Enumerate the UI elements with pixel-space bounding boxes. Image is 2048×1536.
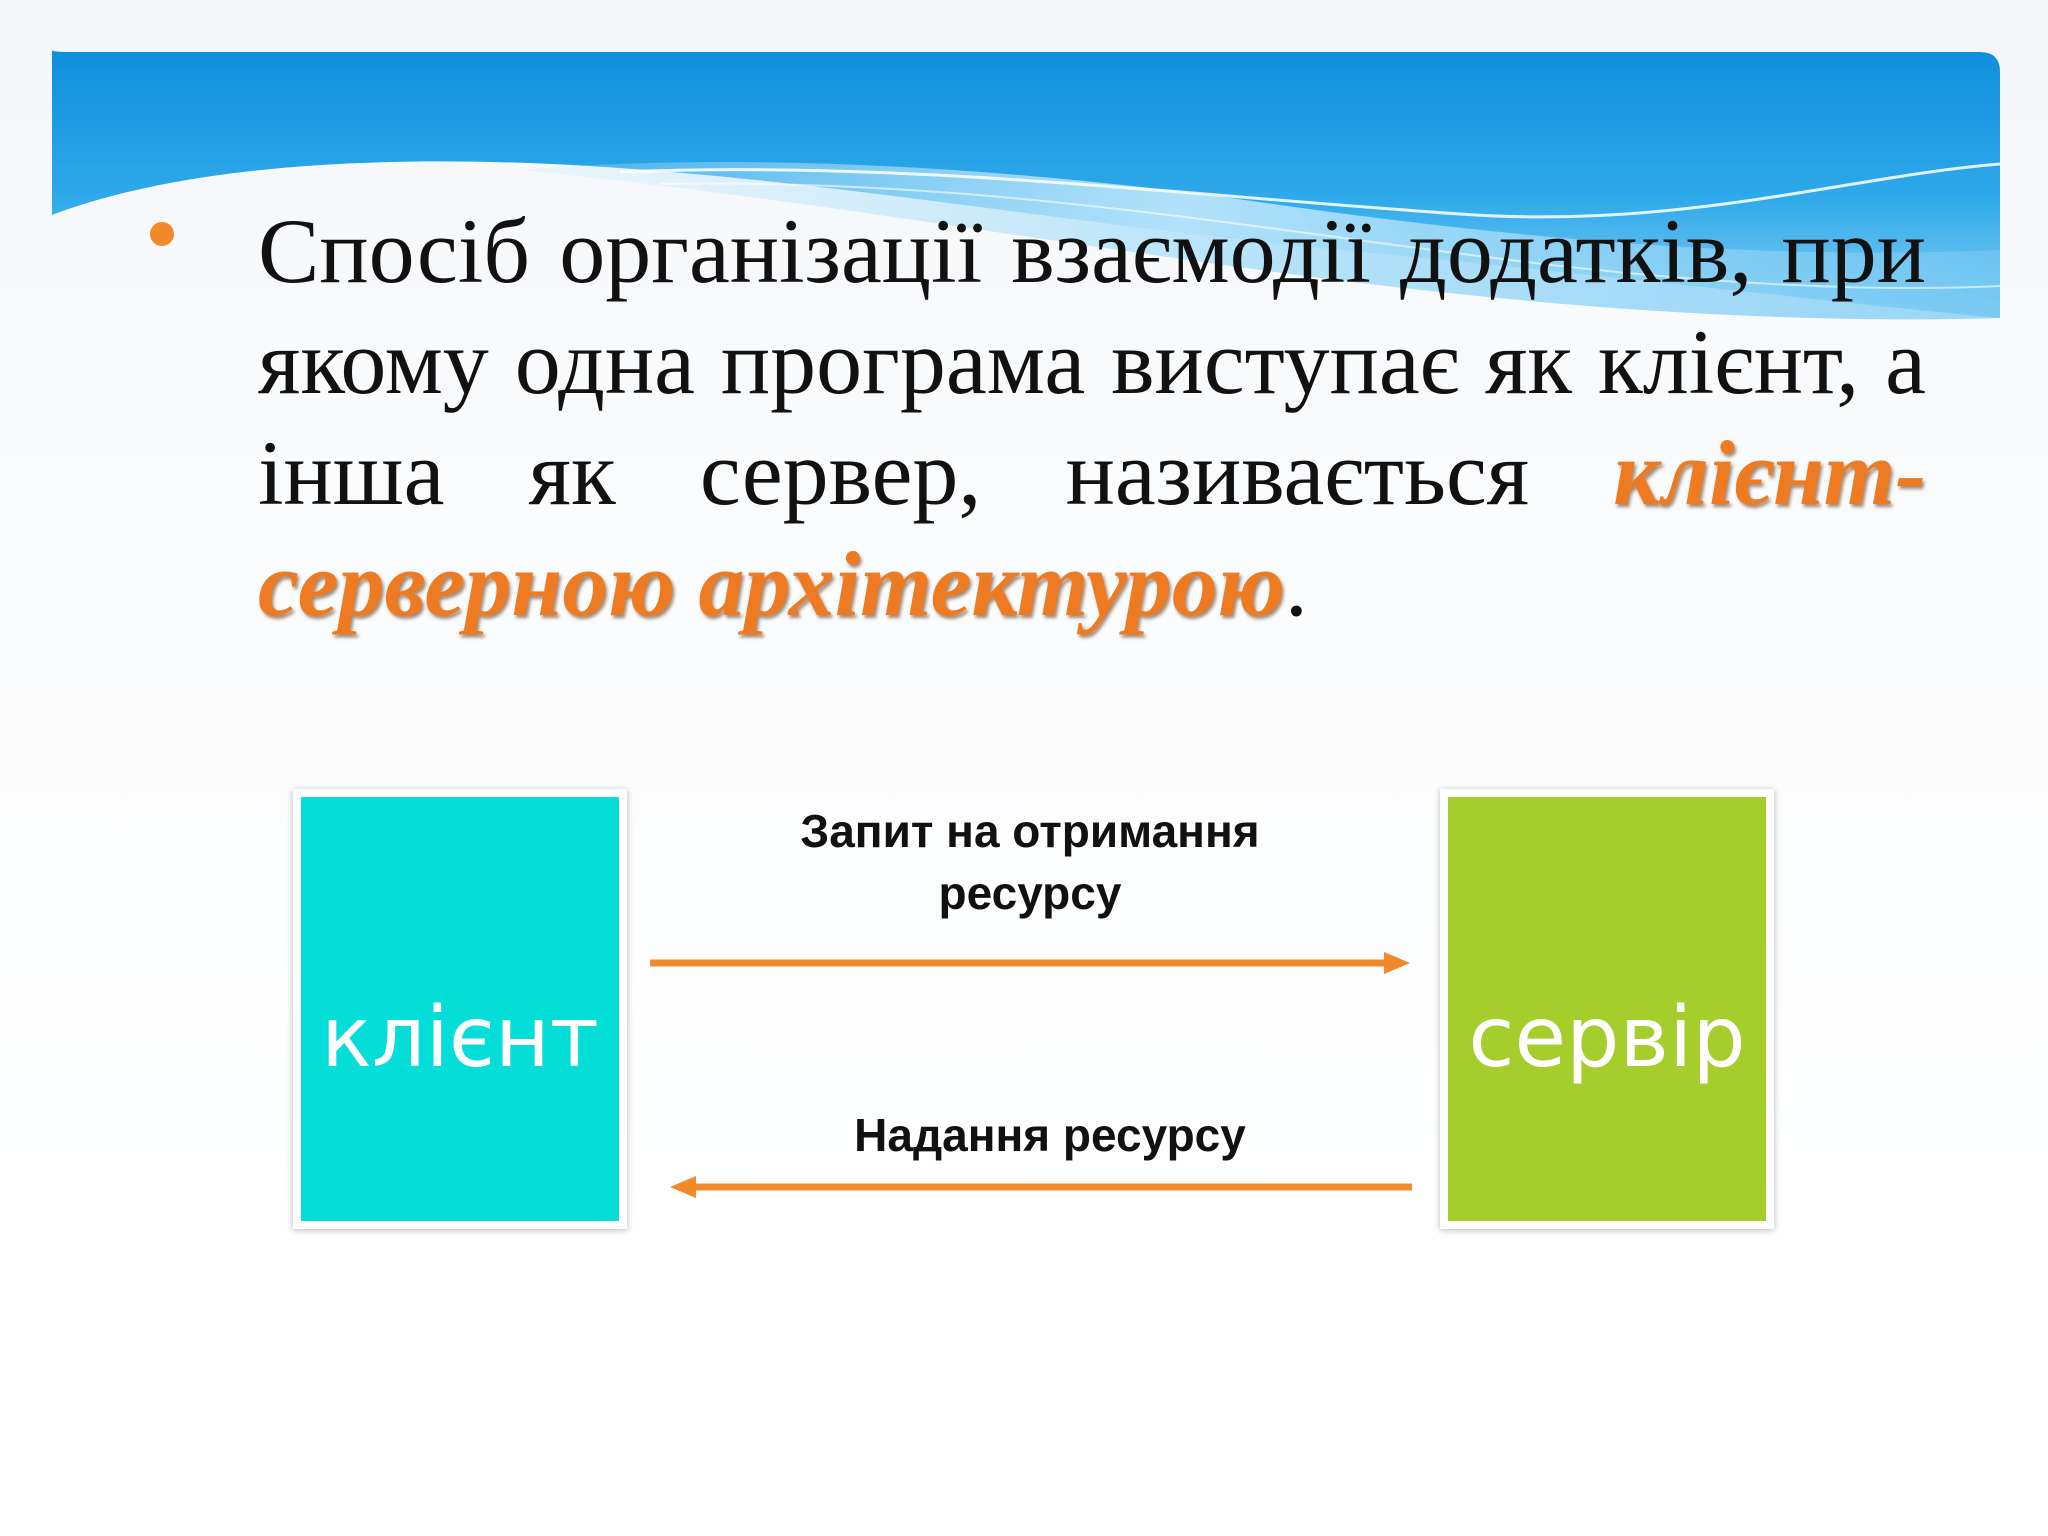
response-arrow xyxy=(670,1176,1412,1198)
server-label: сервір xyxy=(1468,988,1746,1086)
definition-ending: . xyxy=(1284,533,1308,635)
definition-intro: Спосіб організації взаємодії додатків, п… xyxy=(258,200,1926,524)
client-label: клієнт xyxy=(321,988,599,1086)
server-box: сервір xyxy=(1440,789,1774,1229)
request-arrow xyxy=(650,952,1410,974)
client-box: клієнт xyxy=(293,789,627,1229)
definition-term: клієнт-серверною архітектурою xyxy=(258,422,1926,635)
header-wave xyxy=(52,50,2001,320)
header-wave-highlight xyxy=(520,162,2000,320)
request-label: Запит на отримання ресурсу xyxy=(800,805,1260,919)
header-wave-line-2 xyxy=(659,182,2001,290)
response-label: Надання ресурсу xyxy=(854,1109,1246,1161)
definition-paragraph: Спосіб організації взаємодії додатків, п… xyxy=(258,196,1926,640)
bullet-point xyxy=(150,222,174,246)
header-wave-line xyxy=(619,162,2001,219)
